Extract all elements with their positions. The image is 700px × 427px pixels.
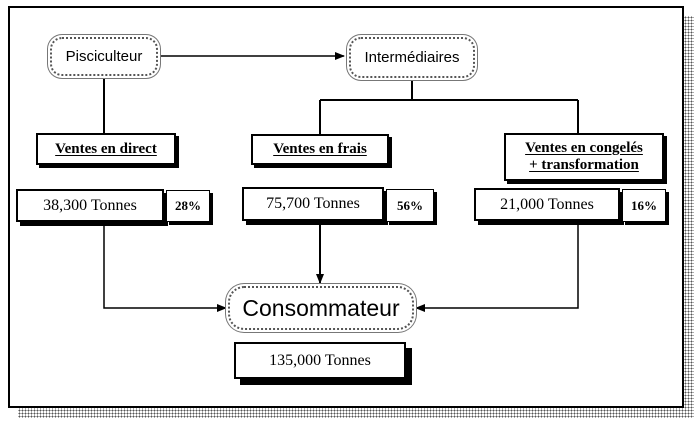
channel-direct-label: Ventes en direct [55, 140, 157, 157]
channel-direct-sales: Ventes en direct [36, 133, 176, 165]
channel-frozen-label-line2: + transformation [529, 157, 639, 173]
tonnage-fresh: 75,700 Tonnes [242, 187, 384, 221]
tonnage-frozen-value: 21,000 Tonnes [500, 195, 594, 213]
node-pisciculteur-label: Pisciculteur [65, 48, 143, 65]
share-fresh-value: 56% [397, 197, 423, 213]
channel-fresh-sales: Ventes en frais [251, 134, 389, 165]
node-pisciculteur: Pisciculteur [50, 37, 158, 76]
node-intermediaires-label: Intermédiaires [364, 49, 460, 66]
tonnage-frozen: 21,000 Tonnes [474, 188, 620, 221]
tonnage-fresh-value: 75,700 Tonnes [266, 195, 360, 212]
channel-frozen-label-line1: Ventes en congelés [525, 140, 643, 156]
tonnage-direct-value: 38,300 Tonnes [43, 196, 137, 214]
channel-frozen-sales: Ventes en congelés + transformation [504, 133, 664, 181]
tonnage-direct: 38,300 Tonnes [16, 189, 164, 222]
share-fresh: 56% [386, 189, 434, 222]
node-consommateur-label: Consommateur [242, 294, 400, 321]
arrow-frozen-to-consumer [415, 224, 579, 312]
arrow-direct-to-consumer [103, 225, 227, 312]
node-intermediaires: Intermédiaires [349, 37, 475, 78]
share-frozen: 16% [622, 189, 666, 222]
share-direct: 28% [166, 190, 210, 222]
total-tonnage: 135,000 Tonnes [234, 342, 406, 379]
channel-fresh-label: Ventes en frais [273, 141, 367, 157]
node-consommateur: Consommateur [228, 286, 414, 330]
share-frozen-value: 16% [631, 197, 657, 213]
total-tonnage-value: 135,000 Tonnes [269, 351, 371, 369]
share-direct-value: 28% [175, 198, 201, 213]
